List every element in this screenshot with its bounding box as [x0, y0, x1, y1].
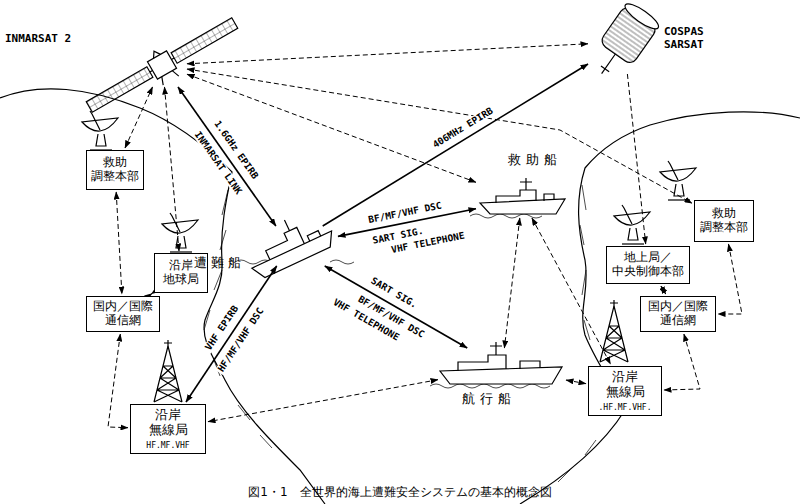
dish-antenna: [614, 205, 650, 244]
link-dashed: [532, 218, 611, 364]
vehicle-figure: 救助船: [478, 183, 566, 216]
vehicle-figure: COSPAS SARSAT: [590, 12, 658, 72]
node-label: 国内／国際 通信網: [645, 300, 711, 328]
right-land: [520, 112, 800, 504]
node-label: 国内／国際 通信網: [91, 300, 155, 328]
radio-link: [325, 266, 467, 348]
figure-caption: 図1・1 全世界的海上遭難安全システムの基本的概念図: [0, 484, 800, 501]
link-dashed: [108, 334, 128, 428]
cospas-satellite: [585, 0, 661, 85]
radio-link: [323, 64, 588, 226]
inmarsat-satellite: [81, 9, 243, 122]
link-dashed: [664, 334, 700, 390]
node-label: 沿岸 無線局: [593, 370, 657, 400]
link-dashed: [151, 293, 153, 295]
link-dashed: [208, 380, 438, 422]
link-dashed: [116, 192, 122, 294]
radio-link: [178, 87, 276, 226]
station-box: 国内／国際 通信網: [86, 296, 160, 332]
left-land: [0, 89, 325, 504]
link-dashed: [627, 74, 645, 244]
station-box: 救助 調整本部: [86, 150, 144, 190]
band-label: .HF.MF.VHF.: [599, 403, 652, 412]
node-label: INMARSAT 2: [5, 33, 71, 46]
link-dashed: [187, 44, 588, 64]
link-dashed: [187, 74, 476, 182]
link-label: 406MHz EPIRB: [430, 105, 497, 152]
radio-tower: [154, 340, 182, 402]
station-box: 沿岸 無線局 HF.MF.VHF: [130, 404, 206, 454]
node-label: COSPAS SARSAT: [664, 26, 728, 51]
node-label: 地上局／ 中央制御本部: [611, 251, 685, 279]
station-box: 地上局／ 中央制御本部: [606, 246, 690, 284]
link-dashed: [504, 218, 519, 348]
vehicle-figure: 航行船: [440, 350, 564, 386]
station-box: 沿岸 無線局 .HF.MF.VHF.: [588, 366, 662, 416]
node-label: 救助船: [508, 153, 562, 168]
vehicle-figure: INMARSAT 2: [140, 45, 185, 85]
link-dashed: [187, 69, 692, 203]
left-cliff-hatch: [204, 190, 272, 448]
navigating-ship: [440, 342, 562, 384]
link-dashed: [661, 286, 666, 294]
link-dashed: [566, 380, 586, 384]
station-box: 国内／国際 通信網: [640, 296, 716, 332]
vehicle-figure: 遭難船: [244, 228, 336, 264]
right-cliff-hatch: [558, 185, 608, 482]
node-label: 航行船: [462, 392, 516, 407]
link-label: BF/MF/VHF DSC: [366, 200, 445, 226]
band-label: HF.MF.VHF: [146, 441, 189, 450]
node-label: 救助 調整本部: [699, 207, 749, 235]
sea-waves: [235, 214, 550, 388]
rescue-ship: [480, 178, 565, 214]
distressed-ship: [239, 204, 337, 281]
link-dashed: [718, 244, 742, 314]
link-dashed: [165, 87, 180, 251]
link-label: INMARSAT LINK: [191, 128, 245, 198]
link-label: HF/MF/VHF DSC: [214, 305, 266, 376]
node-label: 沿岸 無線局: [135, 408, 201, 438]
link-dashed: [125, 87, 153, 148]
dish-antenna: [660, 161, 696, 200]
dish-antenna: [162, 213, 198, 252]
dish-antenna: [82, 111, 118, 150]
node-label: 救助 調整本部: [91, 156, 139, 184]
node-label: 遭難船: [194, 256, 245, 271]
station-box: 救助 調整本部: [694, 200, 754, 242]
